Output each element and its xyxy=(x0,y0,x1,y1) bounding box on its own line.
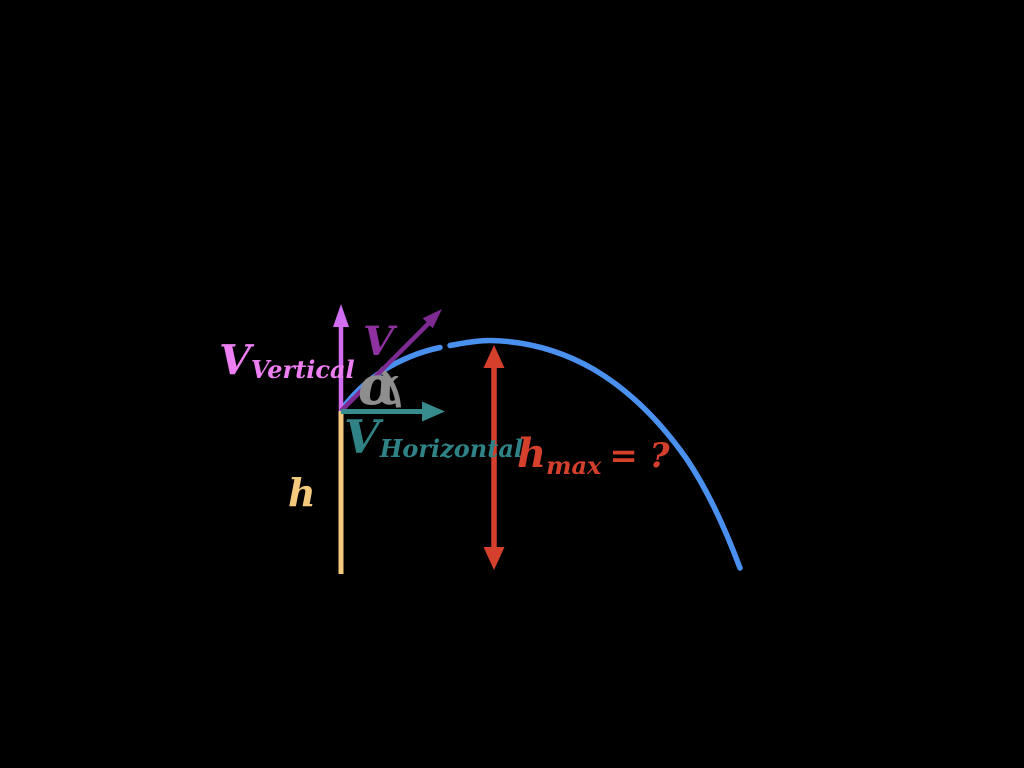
trajectory-curve-descending xyxy=(447,337,743,571)
h-max-label: hmax= ? xyxy=(517,434,670,478)
v-vertical-label-main: V xyxy=(219,336,251,384)
v-vertical-arrowhead-icon xyxy=(333,304,349,327)
h-max-arrowhead-bottom-icon xyxy=(483,547,505,570)
h-max-label-sub: max xyxy=(546,451,602,480)
v-vertical-label: VVertical xyxy=(219,340,355,384)
v-horizontal-label-sub: Horizontal xyxy=(379,434,523,463)
v-horizontal-label: VHorizontal xyxy=(344,414,523,463)
v-horizontal-arrowhead-icon xyxy=(422,401,445,422)
v-label: V xyxy=(363,318,395,365)
h-label: h xyxy=(288,470,316,515)
v-vertical-label-sub: Vertical xyxy=(250,355,355,384)
v-arrow-shaft xyxy=(339,320,432,413)
h-max-arrowhead-top-icon xyxy=(483,345,505,368)
v-horizontal-label-main: V xyxy=(344,410,380,464)
h-max-label-main: h xyxy=(517,430,547,477)
alpha-label: α xyxy=(358,353,400,417)
v-arrowhead-icon xyxy=(422,309,442,329)
h-max-label-equals: = ? xyxy=(609,436,670,476)
